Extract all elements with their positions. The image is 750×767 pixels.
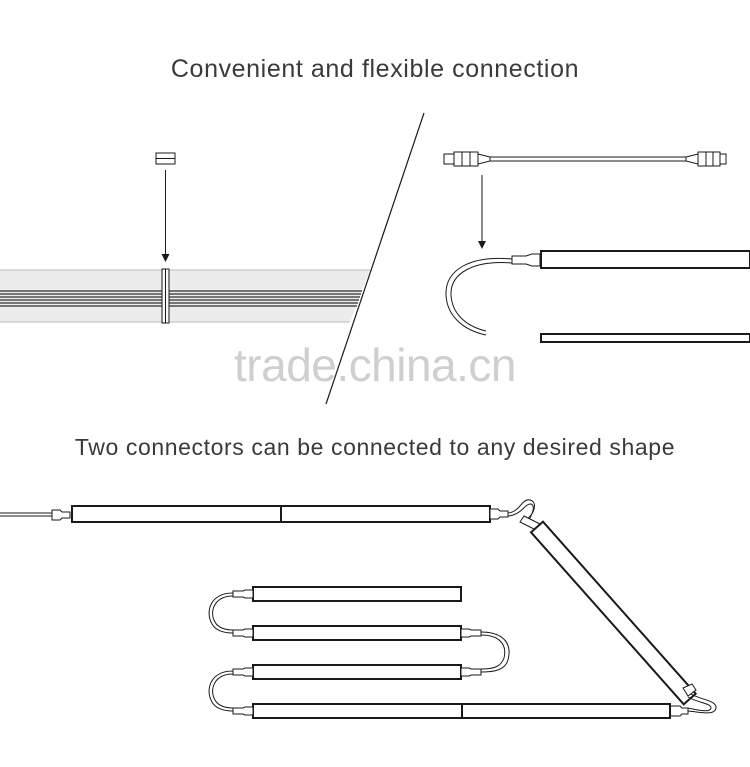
caption-top: Convenient and flexible connection	[170, 55, 580, 83]
tube-end-connector	[232, 589, 482, 716]
flexible-cable-icon	[445, 253, 541, 336]
led-tube-bar-icon	[252, 586, 462, 680]
flexible-cable-icon	[507, 499, 541, 531]
watermark: trade.china.cn	[234, 339, 516, 391]
flexible-cable-icon	[669, 683, 717, 717]
led-tube-bar-icon	[252, 703, 671, 719]
straight-connector-icon	[155, 152, 176, 165]
led-tube-bar-icon	[71, 505, 491, 523]
led-tube-bar-icon	[540, 250, 750, 343]
led-tube-bar-icon	[529, 520, 698, 706]
flexible-cable-icon	[208, 592, 510, 712]
power-lead	[0, 509, 71, 521]
joined-tube-section	[0, 268, 370, 324]
connector-cable-icon	[443, 151, 727, 167]
tube-end-connector	[489, 508, 509, 520]
caption-bottom: Two connectors can be connected to any d…	[74, 434, 676, 460]
section-divider	[325, 112, 425, 405]
